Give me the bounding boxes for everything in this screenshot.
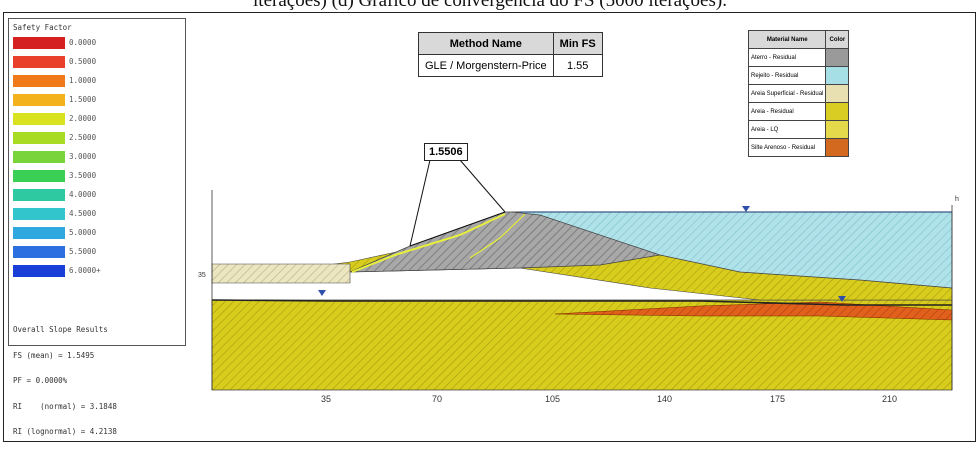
material-row: Areia - LQ <box>747 120 850 139</box>
legend-entry: 0.0000 <box>13 37 183 49</box>
legend-swatch <box>13 227 65 239</box>
legend-entry: 1.0000 <box>13 75 183 87</box>
legend-value: 4.0000 <box>69 190 97 199</box>
material-row: Areia - Residual <box>747 102 850 121</box>
left-marker: 35 <box>198 272 206 279</box>
slip-surface <box>351 213 506 273</box>
material-color-header: Color <box>825 30 850 49</box>
fs-callout: 1.5506 <box>424 143 468 161</box>
legend-value: 2.5000 <box>69 133 97 142</box>
material-color-swatch <box>825 66 850 85</box>
legend-value: 1.5000 <box>69 95 97 104</box>
legend-entry: 1.5000 <box>13 94 183 106</box>
x-tick: 210 <box>882 394 898 404</box>
legend-entry: 2.5000 <box>13 132 183 144</box>
material-color-swatch <box>825 84 850 103</box>
material-name: Areia - LQ <box>747 120 827 139</box>
water-table <box>211 299 952 306</box>
legend-value: 0.0000 <box>69 38 97 47</box>
top-marker: h <box>955 196 959 203</box>
material-name: Areia - Residual <box>747 102 827 121</box>
material-color-swatch <box>825 120 850 139</box>
material-name: Silte Arenoso - Residual <box>747 138 827 157</box>
method-name-cell: GLE / Morgenstern-Price <box>418 54 554 77</box>
material-name: Rejeito - Residual <box>747 66 827 85</box>
figure-caption: iterações) (d) Gráfico de convergência d… <box>253 0 727 11</box>
superficial-sand-layer <box>211 263 351 284</box>
legend-value: 3.5000 <box>69 171 97 180</box>
legend-value: 5.0000 <box>69 228 97 237</box>
minfs-header: Min FS <box>552 32 603 55</box>
legend-swatch <box>13 94 65 106</box>
legend-swatch <box>13 132 65 144</box>
legend-swatch <box>13 151 65 163</box>
material-color-swatch <box>825 138 850 157</box>
x-tick: 105 <box>545 394 561 404</box>
legend-value: 6.0000+ <box>69 266 101 275</box>
x-tick: 70 <box>432 394 443 404</box>
legend-swatch <box>13 208 65 220</box>
legend-entry: 4.5000 <box>13 208 183 220</box>
legend-swatch <box>13 189 65 201</box>
material-color-swatch <box>825 102 850 121</box>
legend-swatch <box>13 246 65 258</box>
material-row: Areia Superficial - Residual <box>747 84 850 103</box>
material-row: Silte Arenoso - Residual <box>747 138 850 157</box>
material-name: Areia Superficial - Residual <box>747 84 827 103</box>
legend-entry: 2.0000 <box>13 113 183 125</box>
legend-swatch <box>13 113 65 125</box>
method-table: Method Name Min FS GLE / Morgenstern-Pri… <box>418 32 603 77</box>
legend-value: 4.5000 <box>69 209 97 218</box>
legend-entry: 3.5000 <box>13 170 183 182</box>
legend-swatch <box>13 265 65 277</box>
legend-title: Safety Factor <box>13 23 72 32</box>
safety-factor-legend: Safety Factor 0.0000 0.5000 1.0000 1.5000 2.… <box>8 18 186 436</box>
x-tick: 140 <box>657 394 673 404</box>
min-fs-cell: 1.55 <box>552 54 603 77</box>
legend-value: 0.5000 <box>69 57 97 66</box>
legend-entry: 6.0000+ <box>13 265 183 277</box>
legend-swatch <box>13 75 65 87</box>
legend-entry: 3.0000 <box>13 151 183 163</box>
overall-results: Overall Slope Results FS (mean) = 1.5495… <box>13 325 117 436</box>
legend-value: 2.0000 <box>69 114 97 123</box>
x-tick: 175 <box>770 394 786 404</box>
x-tick: 35 <box>321 394 332 404</box>
legend-swatch <box>13 170 65 182</box>
legend-swatch <box>13 37 65 49</box>
legend-swatch <box>13 56 65 68</box>
legend-entry: 5.0000 <box>13 227 183 239</box>
material-color-swatch <box>825 48 850 67</box>
material-row: Rejeito - Residual <box>747 66 850 85</box>
legend-value: 3.0000 <box>69 152 97 161</box>
method-header: Method Name <box>418 32 554 55</box>
material-name-header: Material Name <box>747 30 827 49</box>
legend-entry: 4.0000 <box>13 189 183 201</box>
legend-value: 5.5000 <box>69 247 97 256</box>
legend-entry: 5.5000 <box>13 246 183 258</box>
material-name: Aterro - Residual <box>747 48 827 67</box>
legend-value: 1.0000 <box>69 76 97 85</box>
material-row: Aterro - Residual <box>747 48 850 67</box>
legend-entry: 0.5000 <box>13 56 183 68</box>
